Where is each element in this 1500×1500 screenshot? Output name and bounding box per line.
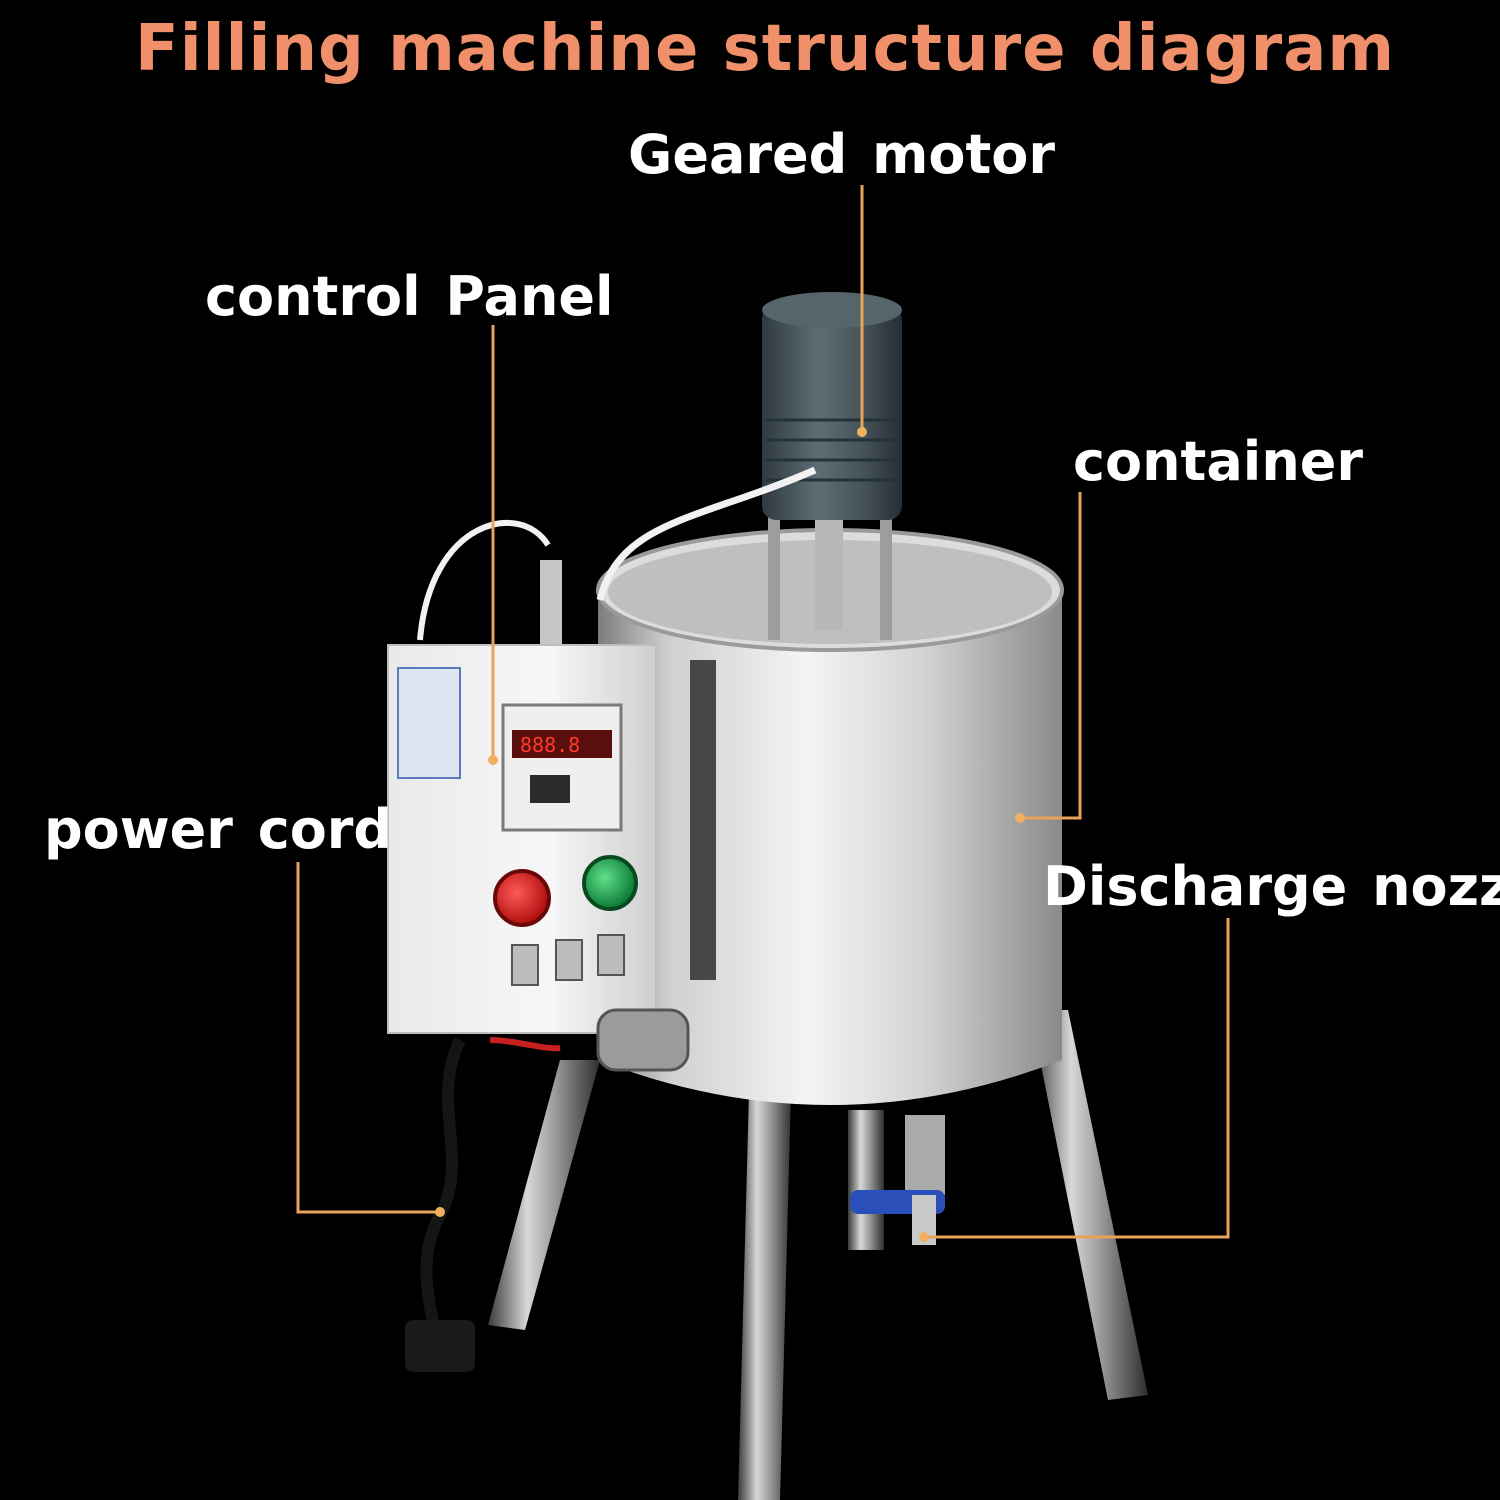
tripod-leg-left	[488, 1060, 600, 1330]
power-cord	[420, 1037, 466, 1361]
label-discharge-nozzle: Discharge nozzle	[1043, 855, 1500, 918]
label-control-panel: control Panel	[205, 265, 614, 328]
tripod-leg-front	[738, 1055, 792, 1500]
leader-line-power	[296, 862, 440, 1214]
label-geared-motor: Geared motor	[628, 123, 1056, 186]
temperature-controller	[501, 703, 623, 832]
label-container: container	[1073, 430, 1364, 493]
leader-line-nozzle	[924, 918, 1230, 1239]
diagram-title: Filling machine structure diagram	[134, 12, 1396, 86]
leader-line-container	[1020, 492, 1082, 820]
toggle-switch-3	[597, 934, 625, 976]
toggle-switch-1	[511, 944, 539, 986]
red-button	[493, 869, 551, 927]
green-button	[582, 855, 638, 911]
tripod-leg-right	[1030, 1010, 1148, 1400]
toggle-switch-2	[555, 939, 583, 981]
discharge-valve	[905, 1115, 945, 1195]
label-power-cord: power cord	[44, 798, 393, 861]
svg-text:888.8: 888.8	[520, 733, 580, 757]
geared-motor-body	[762, 305, 902, 520]
